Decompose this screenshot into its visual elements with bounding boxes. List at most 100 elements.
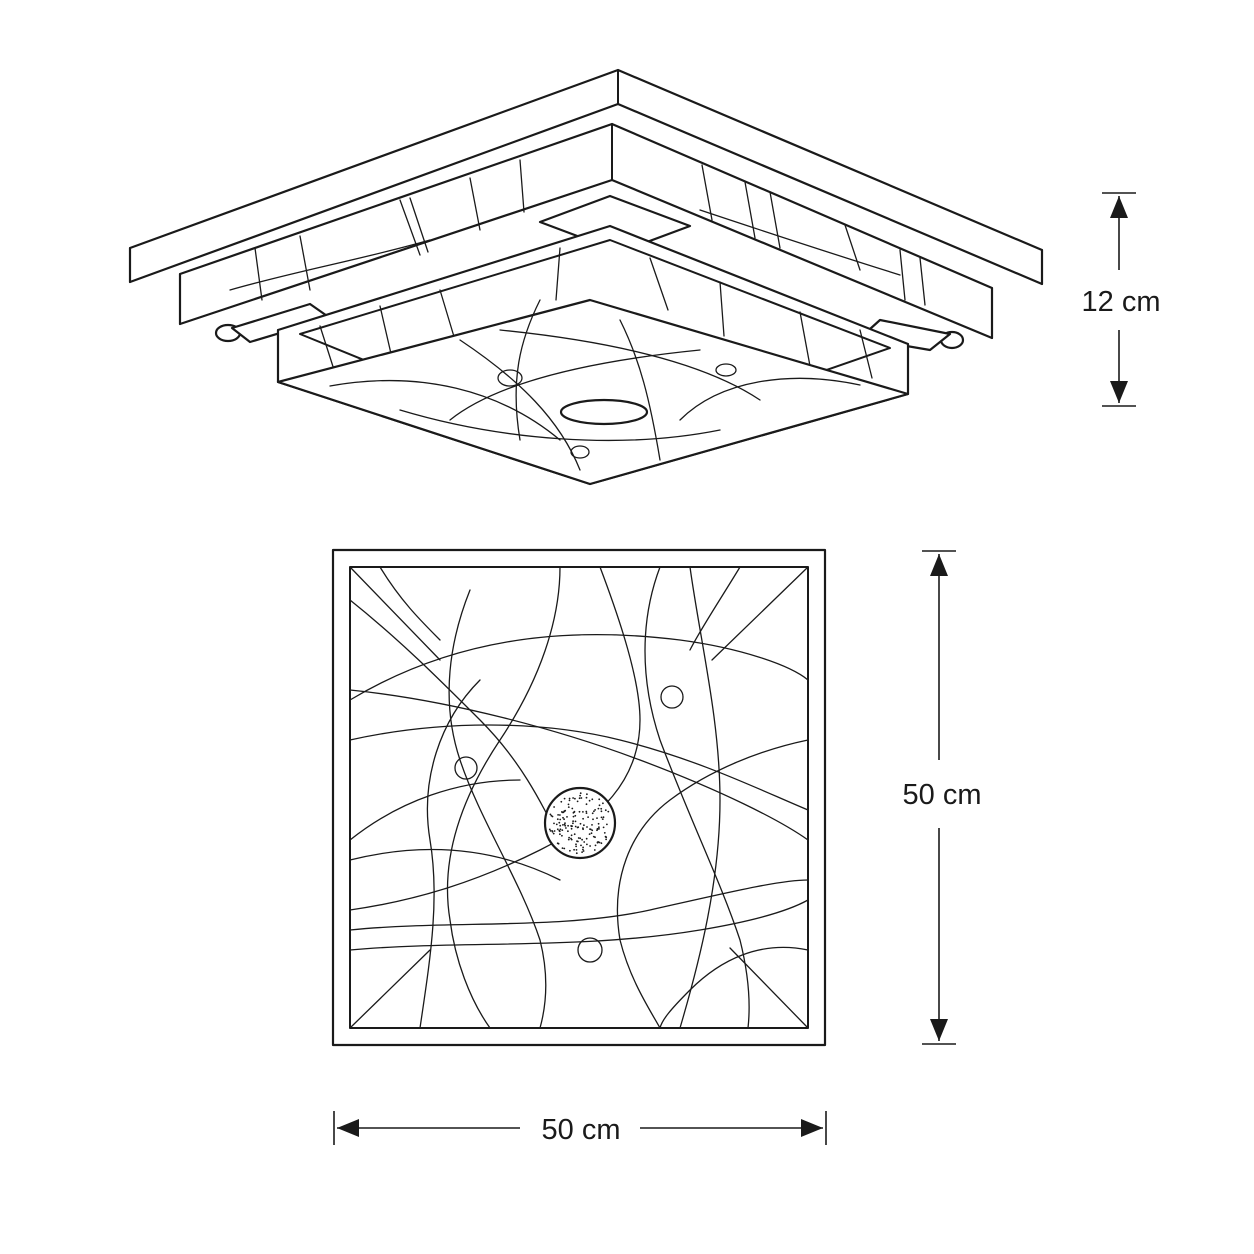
crystal-dot: [600, 816, 603, 819]
crystal-dot: [602, 816, 605, 819]
crystal-dot: [559, 818, 562, 821]
crystal-dot: [553, 830, 556, 832]
crystal-dot: [588, 799, 591, 802]
crystal-dot: [570, 827, 573, 830]
crystal-dot: [600, 810, 603, 813]
crystal-dot: [567, 838, 570, 841]
crystal-dot: [561, 834, 563, 837]
crystal-dot: [576, 800, 579, 803]
mounting-plate: [128, 68, 1044, 286]
crystal-dot: [597, 822, 600, 825]
crystal-dot: [575, 843, 577, 846]
crystal-dot: [586, 843, 588, 846]
crystal-dot: [594, 809, 596, 811]
crystal-dot: [602, 826, 605, 829]
crystal-dot: [578, 797, 581, 800]
crystal-dot: [591, 829, 594, 832]
crystal-dot: [559, 814, 561, 816]
crystal-dot: [573, 833, 576, 836]
crystal-dot: [587, 816, 589, 818]
crystal-dot: [559, 828, 562, 831]
crystal-dot: [582, 811, 584, 813]
crystal-dot: [562, 824, 564, 826]
crystal-dot: [603, 832, 606, 834]
crystal-dot: [577, 837, 580, 839]
crystal-dot: [568, 836, 570, 839]
central-crystal: [543, 786, 617, 860]
crystal-dot: [560, 800, 563, 803]
crystal-dot: [590, 832, 593, 835]
crystal-dot: [574, 820, 577, 823]
crystal-dot: [578, 810, 581, 813]
crystal-dot: [562, 816, 564, 819]
crystal-dot: [604, 835, 607, 838]
crystal-dot: [576, 840, 578, 843]
crystal-dot: [556, 818, 559, 821]
crystal-dot: [582, 846, 584, 849]
crystal-dot: [563, 823, 566, 826]
crystal-dot: [579, 822, 582, 825]
crystal-dot: [574, 814, 577, 817]
crystal-dot: [601, 818, 604, 820]
crystal-dot: [579, 837, 582, 840]
crystal-dot: [575, 852, 578, 855]
crystal-dot: [606, 823, 608, 826]
crystal-dot: [572, 815, 575, 818]
crystal-dot: [549, 813, 552, 816]
crystal-dot: [551, 831, 554, 833]
crystal-dot: [605, 838, 607, 841]
crystal-dot: [563, 818, 565, 821]
crystal-dot: [598, 798, 601, 801]
glass-pattern: [349, 566, 809, 1029]
crystal-dot: [571, 807, 574, 810]
corner-knobs: [214, 194, 965, 352]
crystal-dot: [575, 845, 577, 848]
crystal-dot: [564, 809, 567, 812]
crystal-dot: [570, 825, 573, 828]
crystal-texture: [548, 792, 610, 855]
crystal-dot: [596, 841, 599, 844]
crystal-dot: [581, 838, 583, 841]
crystal-dot: [566, 816, 568, 818]
crystal-dot: [569, 849, 571, 852]
crystal-dot: [586, 826, 588, 828]
crystal-dot: [563, 847, 566, 850]
crystal-dot: [604, 809, 607, 812]
crystal-dot: [570, 834, 573, 837]
crystal-dot: [593, 810, 595, 813]
crystal-dot: [550, 814, 553, 817]
crystal-dot: [596, 817, 598, 819]
crystal-dot: [582, 827, 584, 830]
crystal-dot: [559, 833, 561, 836]
crystal-dot: [583, 841, 586, 843]
crystal-dot: [553, 822, 555, 825]
crystal-dot: [583, 824, 585, 827]
crystal-dot: [574, 797, 576, 800]
crystal-dot: [582, 848, 584, 851]
crystal-dot: [585, 803, 588, 806]
crystal-dot: [591, 798, 594, 801]
crystal-dot: [580, 844, 582, 847]
crystal-dot: [567, 803, 570, 806]
crystal-dot: [600, 842, 603, 845]
lamp-perspective-view: [128, 68, 1044, 486]
crystal-dot: [548, 828, 551, 831]
width-label: 50 cm: [542, 1114, 621, 1146]
crystal-dot: [579, 792, 582, 795]
crystal-dot: [567, 806, 570, 808]
crystal-dot: [561, 847, 564, 849]
crystal-dot: [572, 820, 574, 823]
crystal-dot: [585, 796, 588, 799]
crystal-dot: [549, 830, 552, 832]
depth-dimension: 50 cm: [903, 550, 981, 1045]
crystal-dot: [582, 817, 584, 820]
crystal-dot: [553, 806, 555, 808]
bottom-glass-face: [276, 298, 910, 486]
crystal-dot: [594, 844, 597, 847]
crystal-dot: [572, 797, 574, 799]
crystal-dot: [572, 822, 574, 825]
crystal-dot: [575, 849, 578, 851]
crystal-dot: [592, 835, 595, 838]
crystal-dot: [593, 849, 596, 851]
crystal-dot: [561, 829, 564, 831]
